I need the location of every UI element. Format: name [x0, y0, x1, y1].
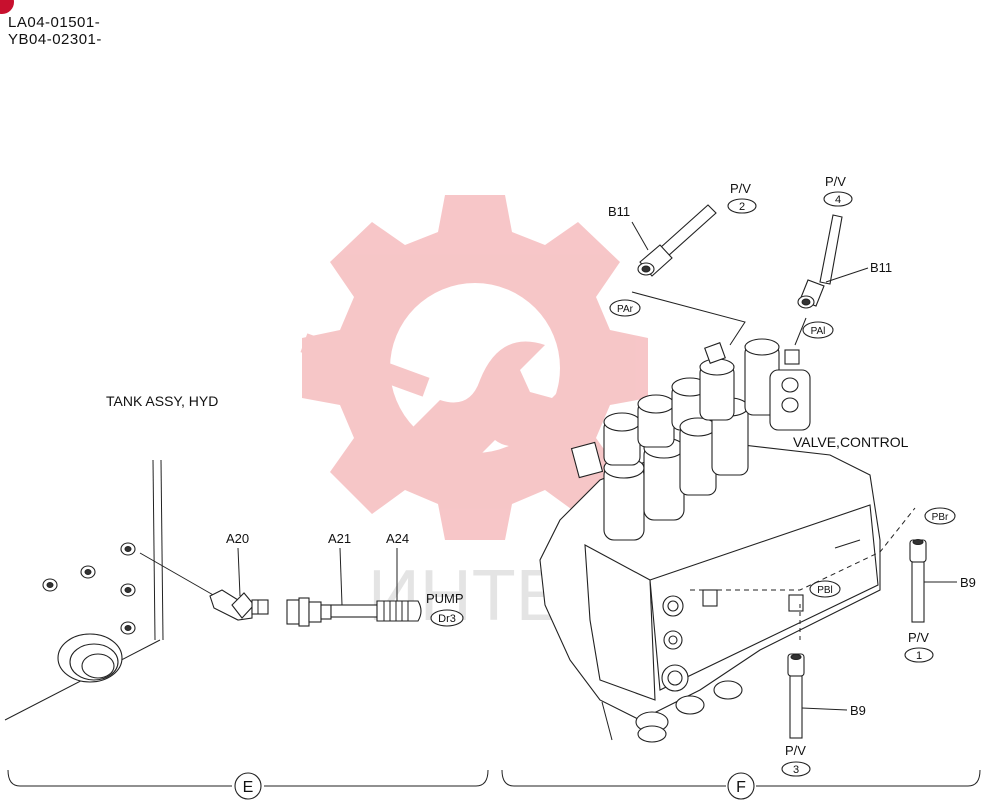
section-bracket-e — [7, 769, 489, 800]
valve-spool-8 — [699, 358, 735, 421]
section-bracket-f — [501, 769, 981, 800]
part-b11-left — [637, 204, 717, 277]
port-pv-2-badge — [727, 198, 757, 214]
label-pump: PUMP — [426, 591, 464, 606]
part-b9-bottom — [787, 653, 805, 739]
valve-spool-6 — [679, 417, 717, 496]
valve-port-5 — [788, 594, 804, 612]
port-pal-badge — [802, 321, 834, 339]
part-a20-elbow — [209, 589, 269, 621]
valve-spool-10 — [769, 369, 811, 431]
label-dr3: Dr3 — [438, 613, 456, 625]
label-a21: A21 — [328, 531, 351, 546]
valve-port-4 — [702, 589, 718, 607]
port-pbl-badge — [809, 580, 841, 598]
valve-nut-2 — [675, 695, 705, 715]
label-pv-3-num: 3 — [793, 764, 799, 776]
part-a21-hose — [286, 597, 380, 627]
tank-assy — [4, 459, 164, 721]
valve-spool-4 — [637, 394, 675, 448]
label-tank-assy: TANK ASSY, HYD — [106, 393, 218, 409]
label-pv-4-num: 4 — [835, 194, 841, 206]
valve-port-1 — [662, 595, 684, 617]
tank-fitting-4 — [120, 583, 136, 597]
port-pv-3-badge — [781, 761, 811, 777]
section-label-e: E — [243, 779, 254, 796]
label-pv-3: P/V — [785, 743, 806, 758]
label-valve-control: VALVE,CONTROL — [793, 434, 909, 450]
port-pv-1-badge — [904, 647, 934, 663]
label-pv-4: P/V — [825, 174, 846, 189]
label-b11-right: B11 — [870, 260, 892, 275]
serial-number-2: YB04-02301- — [8, 31, 102, 48]
valve-spool-3 — [603, 412, 641, 466]
label-pbl: PBl — [817, 585, 833, 596]
gear-wrench-icon — [300, 195, 648, 540]
label-b9-bottom: B9 — [850, 703, 866, 718]
valve-spool-2 — [643, 437, 685, 521]
tank-fitting-1 — [120, 542, 136, 556]
serial-number-1: LA04-01501- — [8, 14, 101, 31]
label-pv-1: P/V — [908, 630, 929, 645]
valve-port-3 — [661, 664, 689, 692]
valve-spool-1 — [603, 457, 645, 541]
part-b9-right — [909, 539, 927, 623]
section-label-f: F — [736, 779, 746, 796]
valve-port-2 — [663, 630, 683, 650]
label-a24: A24 — [386, 531, 409, 546]
label-b11-left: B11 — [608, 204, 630, 219]
label-par: PAr — [617, 304, 634, 315]
label-pv-1-num: 1 — [916, 650, 922, 662]
label-a20: A20 — [226, 531, 249, 546]
tank-fitting-2 — [80, 565, 96, 579]
label-pv-2-num: 2 — [739, 201, 745, 213]
valve-nut-3 — [713, 680, 743, 700]
port-pbr-badge — [924, 507, 956, 525]
tank-fitting-3 — [42, 578, 58, 592]
valve-nut-1 — [635, 711, 669, 743]
label-pbr: PBr — [932, 512, 949, 523]
part-a24-sleeve — [376, 600, 422, 622]
part-b11-right — [797, 214, 843, 309]
port-pv-4-badge — [823, 191, 853, 207]
label-pv-2: P/V — [730, 181, 751, 196]
tank-port-large — [57, 633, 123, 683]
tank-fitting-5 — [120, 621, 136, 635]
label-b9-right: B9 — [960, 575, 976, 590]
label-pal: PAl — [811, 326, 826, 337]
control-valve-body — [539, 338, 881, 743]
port-dr3-badge — [430, 609, 464, 627]
port-par-badge — [609, 299, 641, 317]
